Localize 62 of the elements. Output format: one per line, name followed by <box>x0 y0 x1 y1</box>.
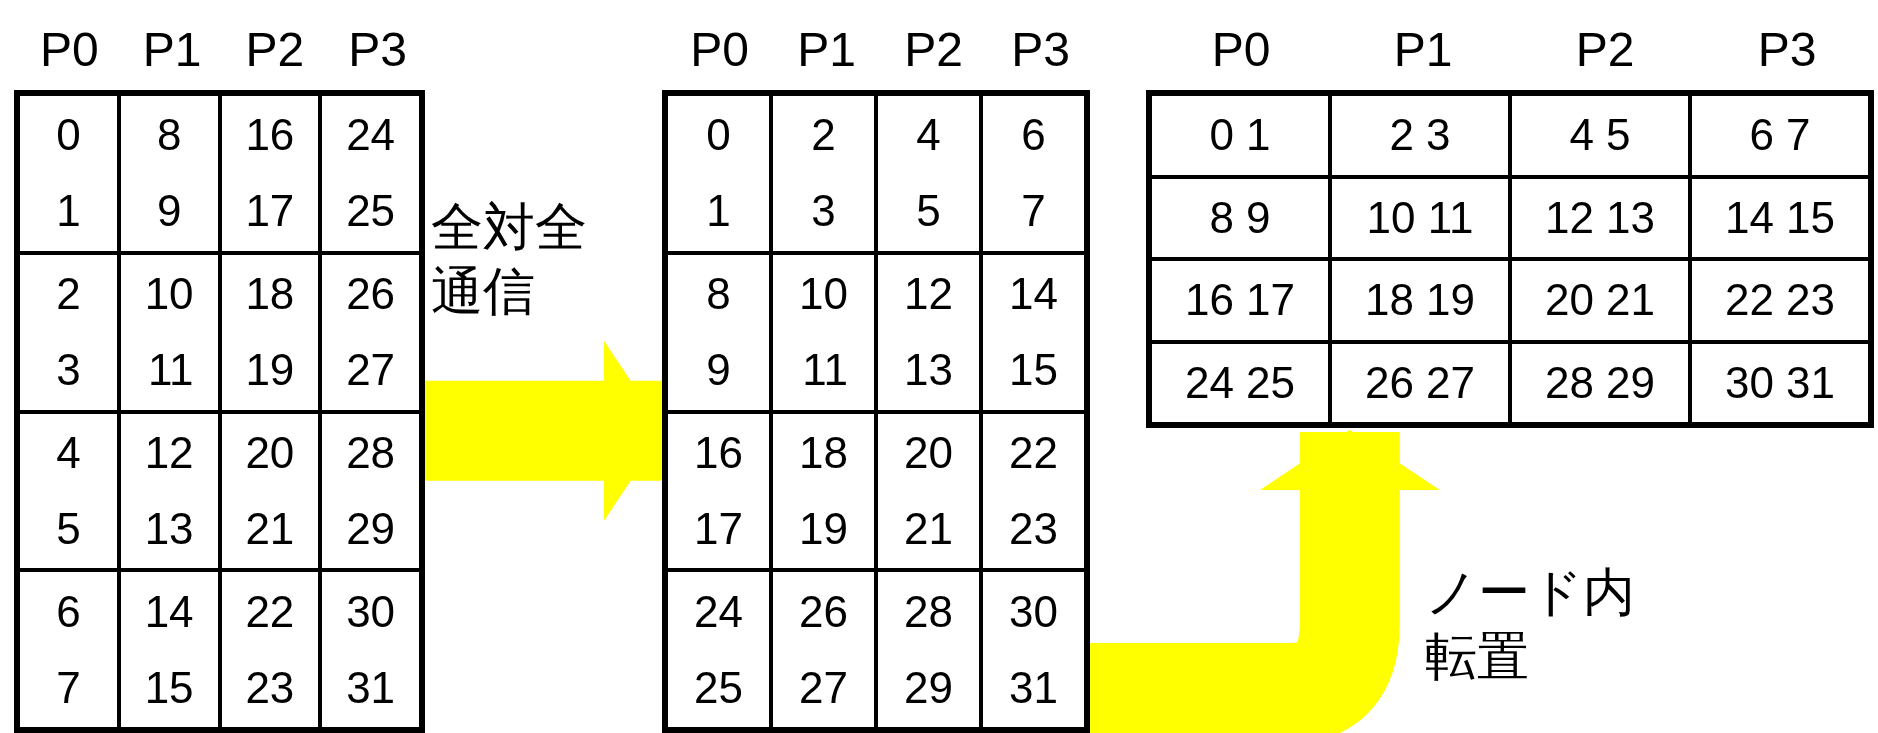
cell-number: 16 17 <box>245 109 295 238</box>
cell-number: 8 9 <box>706 268 731 397</box>
cell-number: 4 5 <box>56 426 81 555</box>
cell-number: 0 1 <box>1209 109 1271 162</box>
cell-number: 0 1 <box>706 109 731 238</box>
cell-number: 4 5 <box>916 109 941 238</box>
arrow <box>425 340 664 521</box>
cell-number: 12 13 <box>1544 191 1656 244</box>
cell-number: 2 3 <box>1389 109 1451 162</box>
cell-number: 8 9 <box>156 109 182 238</box>
cell-number: 2 3 <box>56 268 81 397</box>
column-header: P2 <box>903 22 964 77</box>
cell-number: 24 25 <box>1184 356 1296 409</box>
cell-number: 12 13 <box>144 426 194 555</box>
cell-number: 26 27 <box>1364 356 1476 409</box>
cell-number: 30 31 <box>346 585 396 714</box>
cell-number: 16 17 <box>694 426 743 555</box>
column-header: P1 <box>796 22 857 77</box>
cell-number: 18 19 <box>799 426 848 555</box>
cell-number: 28 29 <box>904 585 953 714</box>
cell-number: 30 31 <box>1724 356 1836 409</box>
cell-number: 14 15 <box>1724 191 1836 244</box>
cell-number: 20 21 <box>245 426 295 555</box>
cell-number: 30 31 <box>1009 585 1058 714</box>
cell-number: 26 27 <box>346 268 396 397</box>
cell-number: 22 23 <box>1009 426 1058 555</box>
column-header: P1 <box>141 22 203 77</box>
cell-number: 0 1 <box>56 109 81 238</box>
column-header: P1 <box>1392 22 1454 77</box>
cell-number: 2 3 <box>811 109 836 238</box>
cell-number: 6 7 <box>56 585 81 714</box>
column-header: P0 <box>689 22 750 77</box>
cell-number: 4 5 <box>1569 109 1631 162</box>
cell-number: 18 19 <box>1364 274 1476 327</box>
cell-number: 14 15 <box>1009 268 1058 397</box>
cell-number: 20 21 <box>904 426 953 555</box>
arrow <box>1090 430 1440 733</box>
column-header: P0 <box>1210 22 1272 77</box>
cell-number: 10 11 <box>799 268 848 397</box>
cell-number: 14 15 <box>144 585 194 714</box>
cell-number: 28 29 <box>1544 356 1656 409</box>
cell-number: 26 27 <box>799 585 848 714</box>
cell-number: 6 7 <box>1021 109 1046 238</box>
cell-number: 10 11 <box>144 268 194 397</box>
cell-number: 16 17 <box>1184 274 1296 327</box>
column-header: P3 <box>347 22 408 77</box>
cell-number: 20 21 <box>1544 274 1656 327</box>
cell-number: 6 7 <box>1749 109 1811 162</box>
cell-number: 12 13 <box>904 268 953 397</box>
column-header: P0 <box>39 22 100 77</box>
cell-number: 10 11 <box>1366 191 1474 244</box>
cell-number: 24 25 <box>694 585 743 714</box>
column-header: P3 <box>1756 22 1818 77</box>
cell-number: 18 19 <box>245 268 295 397</box>
cell-number: 8 9 <box>1209 191 1271 244</box>
cell-number: 22 23 <box>1724 274 1836 327</box>
cell-number: 28 29 <box>346 426 396 555</box>
column-header: P3 <box>1010 22 1071 77</box>
column-header: P2 <box>1574 22 1636 77</box>
cell-number: 22 23 <box>245 585 295 714</box>
cell-number: 24 25 <box>346 109 396 238</box>
column-header: P2 <box>244 22 306 77</box>
